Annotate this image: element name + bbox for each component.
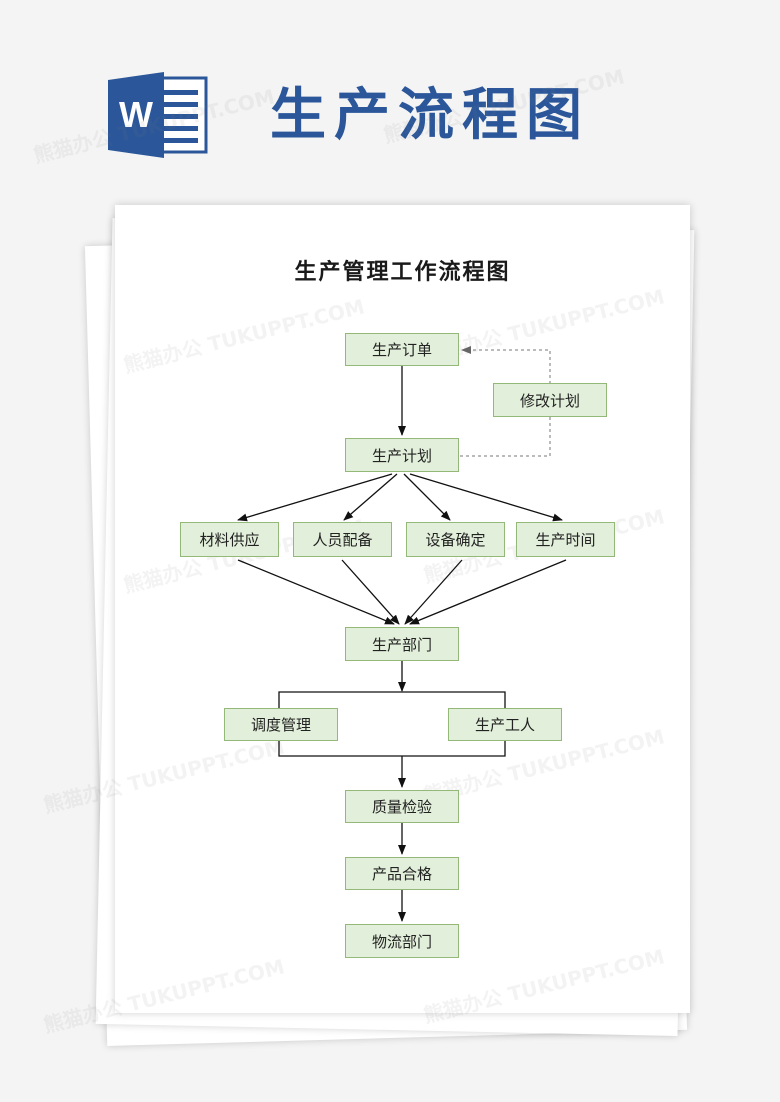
- split-bracket-bottom: [278, 740, 506, 757]
- arrow-plan-to-staffing: [343, 473, 398, 521]
- dashed-feedback-loop: [460, 346, 551, 457]
- node-production-workers: 生产工人: [448, 708, 562, 741]
- arrow-material-to-department: [237, 559, 395, 625]
- node-production-time: 生产时间: [516, 522, 615, 557]
- node-staffing: 人员配备: [293, 522, 392, 557]
- node-production-department: 生产部门: [345, 627, 459, 661]
- node-production-order: 生产订单: [345, 333, 459, 366]
- word-icon: W: [108, 72, 208, 158]
- node-dispatch-management: 调度管理: [224, 708, 338, 741]
- page-title: 生产流程图: [270, 83, 590, 148]
- split-bracket-top: [278, 691, 506, 708]
- node-logistics-department: 物流部门: [345, 924, 459, 958]
- node-quality-inspection: 质量检验: [345, 790, 459, 823]
- header: W 生产流程图: [0, 0, 780, 190]
- arrow-schedule-to-department: [409, 559, 567, 625]
- arrow-plan-to-equipment: [403, 473, 451, 521]
- arrow-equipment-to-department: [404, 559, 463, 625]
- node-material-supply: 材料供应: [180, 522, 279, 557]
- document-title: 生产管理工作流程图: [294, 260, 511, 285]
- node-product-qualified: 产品合格: [345, 857, 459, 890]
- node-modify-plan: 修改计划: [493, 383, 607, 417]
- node-equipment: 设备确定: [406, 522, 505, 557]
- arrow-staffing-to-department: [341, 559, 400, 625]
- arrow-plan-to-schedule: [409, 473, 563, 522]
- node-production-plan: 生产计划: [345, 438, 459, 472]
- arrow-plan-to-material: [237, 473, 393, 522]
- word-letter: W: [119, 94, 153, 135]
